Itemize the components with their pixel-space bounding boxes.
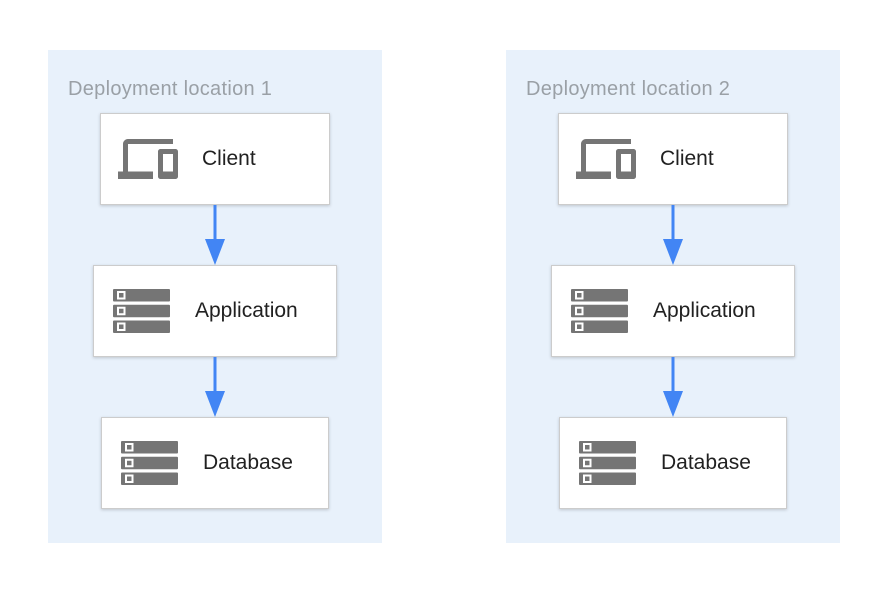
server-stack-icon [577, 441, 637, 485]
arrow-down-icon [205, 357, 225, 417]
devices-icon [576, 129, 636, 189]
node-label: Client [202, 147, 256, 170]
node-application: Application [93, 265, 337, 357]
node-application: Application [551, 265, 795, 357]
arrow-down-icon [663, 357, 683, 417]
node-client: Client [100, 113, 330, 205]
server-stack-icon [569, 289, 629, 333]
deployment-zone-2: Deployment location 2 Client [506, 50, 840, 543]
node-label: Database [203, 451, 293, 474]
zone-title: Deployment location 2 [526, 78, 731, 100]
node-stack: Client Application [506, 113, 840, 509]
zone-title: Deployment location 1 [68, 78, 273, 100]
devices-icon [118, 129, 178, 189]
node-database: Database [101, 417, 329, 509]
deployment-zone-1: Deployment location 1 Client [48, 50, 382, 543]
server-stack-icon [119, 441, 179, 485]
node-database: Database [559, 417, 787, 509]
node-client: Client [558, 113, 788, 205]
node-label: Application [653, 299, 756, 322]
node-stack: Client Application [48, 113, 382, 509]
server-stack-icon [111, 289, 171, 333]
node-label: Application [195, 299, 298, 322]
node-label: Client [660, 147, 714, 170]
arrow-down-icon [205, 205, 225, 265]
node-label: Database [661, 451, 751, 474]
arrow-down-icon [663, 205, 683, 265]
